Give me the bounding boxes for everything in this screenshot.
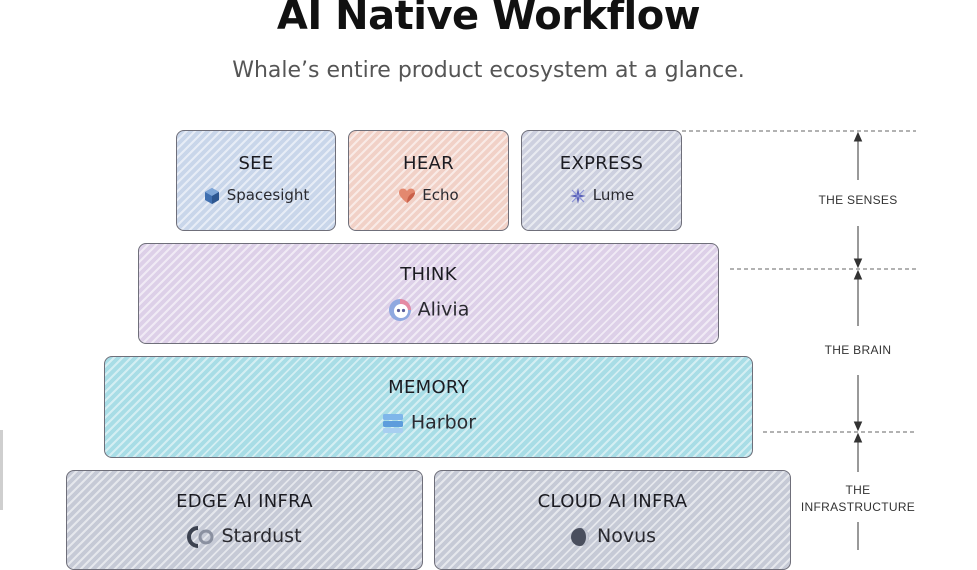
orb-icon — [570, 527, 589, 546]
memory-layer: MEMORY Harbor — [104, 356, 753, 458]
memory-label: MEMORY — [388, 377, 469, 398]
think-label: THINK — [400, 264, 457, 285]
page-title: AI Native Workflow — [276, 0, 701, 39]
edge-infra-product: Stardust — [67, 525, 422, 548]
express-product-name: Lume — [592, 186, 635, 204]
hear-layer: HEAR Echo — [348, 130, 509, 231]
layer-guides — [682, 130, 916, 550]
senses-arrowhead-down — [853, 258, 863, 269]
hear-label: HEAR — [403, 153, 454, 174]
hear-product-name: Echo — [422, 186, 459, 204]
see-layer: SEE Spacesight — [176, 130, 336, 231]
infrastructure-group-label: THE INFRASTRUCTURE — [796, 482, 920, 516]
think-layer: THINK Alivia — [138, 243, 719, 344]
cloud-infra-product: Novus — [435, 525, 790, 548]
edge-infra-product-name: Stardust — [221, 525, 302, 547]
senses-group-label: THE SENSES — [818, 193, 898, 207]
cloud-infra-label: CLOUD AI INFRA — [537, 491, 688, 512]
see-product-name: Spacesight — [226, 186, 310, 204]
see-label: SEE — [238, 153, 274, 174]
edge-infra-label: EDGE AI INFRA — [176, 491, 313, 512]
page-subtitle: Whale’s entire product ecosystem at a gl… — [232, 58, 745, 83]
heart-icon — [399, 188, 416, 203]
brain-group-label: THE BRAIN — [824, 343, 892, 357]
express-layer: EXPRESS Lume — [521, 130, 682, 231]
spark-icon — [569, 187, 586, 204]
memory-product: Harbor — [105, 411, 752, 435]
face-icon — [388, 299, 411, 321]
infrastructure-label-line2: INFRASTRUCTURE — [800, 500, 916, 514]
think-product-name: Alivia — [417, 298, 470, 321]
infrastructure-label-line1: THE — [845, 483, 871, 497]
hear-product: Echo — [349, 186, 508, 205]
see-product: Spacesight — [177, 186, 335, 205]
left-edge-mark — [0, 430, 3, 510]
cloud-infra-product-name: Novus — [596, 525, 657, 547]
think-product: Alivia — [139, 298, 718, 322]
senses-arrowhead-up — [853, 131, 863, 142]
cube-icon — [204, 187, 219, 204]
infra-arrowhead-up — [853, 432, 863, 443]
stack-icon — [382, 414, 403, 433]
brain-arrowhead-down — [853, 421, 863, 432]
ring-icon — [187, 525, 214, 548]
express-product: Lume — [522, 186, 681, 205]
brain-arrowhead-up — [853, 269, 863, 280]
memory-product-name: Harbor — [410, 411, 477, 434]
express-label: EXPRESS — [559, 153, 644, 174]
